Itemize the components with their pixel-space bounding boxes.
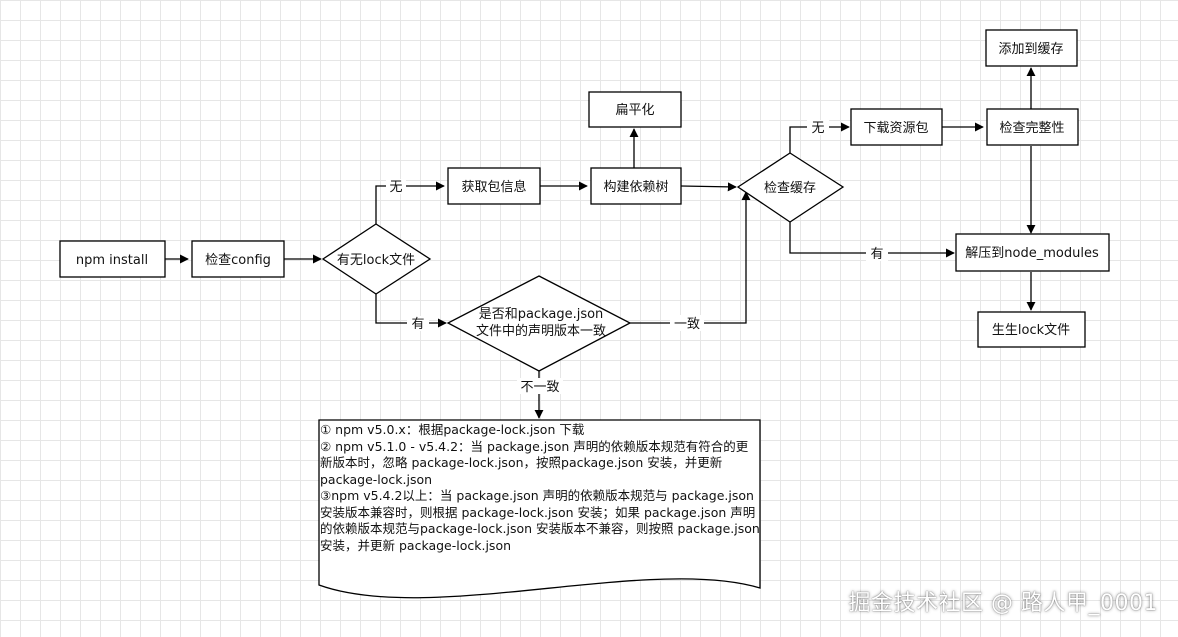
edge-cache-miss (789, 122, 850, 153)
node-check-integrity-box (986, 108, 1079, 146)
node-npm-install-box (59, 240, 166, 278)
watermark: 掘金技术社区 @ 路人甲_0001 (848, 591, 1158, 616)
label-gen-lock: 生生lock文件 (992, 323, 1070, 338)
note-line-1: ① npm v5.0.x：根据package-lock.json 下载 (320, 422, 585, 437)
note-document-shape (318, 419, 761, 599)
edge-label-consistent: 一致 (674, 317, 700, 332)
node-build-tree-box (590, 167, 682, 205)
label-npm-install: npm install (76, 253, 148, 268)
connectors (165, 67, 1036, 419)
label-flatten: 扁平化 (615, 103, 654, 118)
node-add-cache-box (985, 29, 1078, 67)
edge-label-has-lock: 有 (411, 317, 424, 332)
node-download-box (850, 108, 943, 146)
node-check-config-box (191, 240, 285, 278)
label-check-integrity: 检查完整性 (999, 121, 1064, 136)
label-unzip: 解压到node_modules (965, 246, 1099, 261)
note-line-3: ③npm v5.4.2以上：当 package.json 声明的依赖版本规范与 … (320, 488, 760, 553)
edge-tree-to-cache (680, 182, 737, 192)
label-get-pkg-info: 获取包信息 (461, 179, 526, 195)
decision-nodes (321, 152, 845, 372)
node-check-cache-diamond (736, 152, 845, 223)
edge-label-cache-miss: 无 (811, 121, 824, 136)
node-has-lock-diamond (321, 223, 432, 295)
label-version-match-line1: 是否和package.json (479, 307, 604, 322)
edge-label-masks (386, 120, 888, 394)
version-notes: ① npm v5.0.x：根据package-lock.json 下载 ② np… (320, 422, 760, 554)
edge-label-no-lock: 无 (389, 180, 402, 195)
node-version-match-diamond (446, 275, 632, 372)
node-gen-lock-box (977, 311, 1086, 348)
label-check-config: 检查config (205, 253, 271, 268)
label-version-match-line2: 文件中的声明版本一致 (476, 323, 606, 339)
label-add-cache: 添加到缓存 (998, 42, 1063, 57)
label-build-tree: 构建依赖树 (603, 180, 668, 195)
node-unzip-box (955, 233, 1110, 272)
edge-haslock-no (375, 181, 445, 224)
edge-cache-hit (789, 222, 955, 258)
label-download: 下载资源包 (863, 121, 928, 136)
edge-label-cache-hit: 有 (870, 247, 883, 262)
edge-label-inconsistent: 不一致 (520, 380, 559, 395)
label-check-cache: 检查缓存 (764, 181, 816, 196)
node-flatten-box (588, 91, 682, 128)
edge-labels: 无 有 一致 不一致 无 有 (389, 121, 883, 395)
edge-consistent (630, 191, 751, 324)
label-has-lock: 有无lock文件 (337, 253, 415, 268)
node-labels: npm install 检查config 有无lock文件 获取包信息 构建依赖… (76, 42, 1099, 339)
node-get-pkg-info-box (447, 167, 541, 205)
process-nodes (59, 29, 1110, 348)
note-line-2: ② npm v5.1.0 - v5.4.2：当 package.json 声明的… (320, 438, 749, 487)
